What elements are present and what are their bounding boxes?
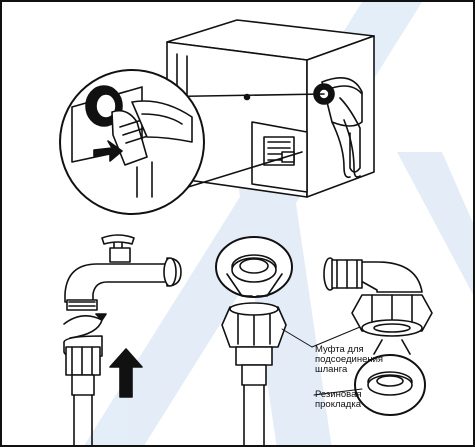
gasket-callout-label: Резиновая прокладка	[315, 390, 375, 410]
coupling-callout-label: Муфта для подсоединения шланга	[315, 345, 385, 375]
